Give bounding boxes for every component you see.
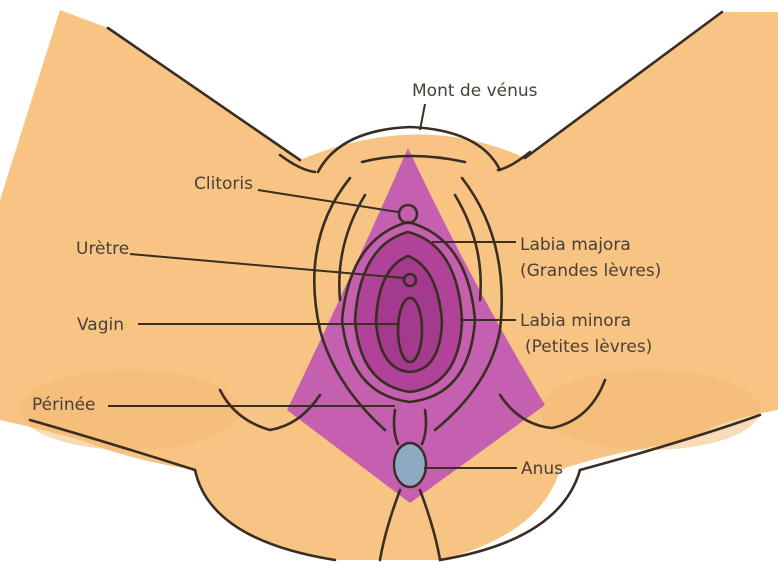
anus-shape xyxy=(394,443,426,487)
label-labia-minora-sub: (Petites lèvres) xyxy=(525,337,652,357)
label-labia-majora: Labia majora xyxy=(520,235,631,255)
label-perinee: Périnée xyxy=(32,395,96,415)
label-labia-minora: Labia minora xyxy=(520,311,631,331)
right-buttock-shadow xyxy=(540,370,760,450)
label-vagin: Vagin xyxy=(77,315,124,335)
label-clitoris: Clitoris xyxy=(194,174,253,194)
label-anus: Anus xyxy=(521,459,563,479)
label-labia-majora-sub: (Grandes lèvres) xyxy=(520,261,661,281)
label-mons: Mont de vénus xyxy=(412,81,538,101)
label-uretre: Urètre xyxy=(76,239,129,259)
